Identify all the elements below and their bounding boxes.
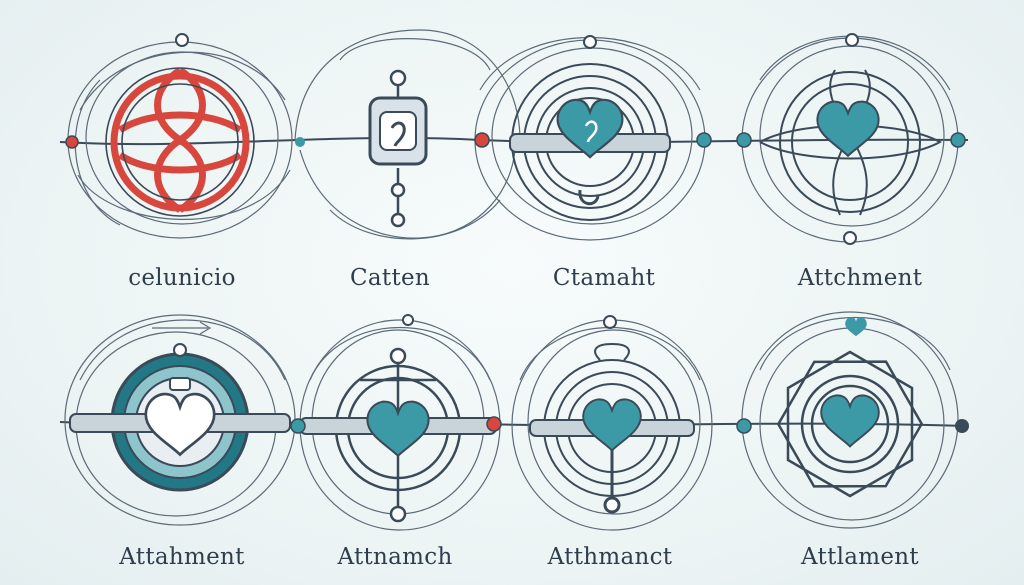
heart-shield-icon <box>64 314 296 526</box>
label-top-4: Attchment <box>797 265 923 291</box>
red-celtic-knot-icon <box>65 33 293 239</box>
heart-knot-icon <box>736 33 966 245</box>
heart-ring-lock-icon <box>511 315 713 531</box>
label-bottom-2: Attnamch <box>337 544 453 570</box>
label-bottom-4: Attlament <box>801 544 919 570</box>
heart-ring-icon <box>474 35 712 241</box>
padlock-icon <box>294 29 521 240</box>
label-bottom-3: Atthmanct <box>547 544 673 570</box>
label-bottom-1: Attahment <box>119 544 245 570</box>
label-top-1: celunicio <box>128 265 236 291</box>
label-top-3: Ctamaht <box>552 265 656 291</box>
heart-chain-icon <box>290 314 502 531</box>
label-top-2: Catten <box>349 265 431 291</box>
heart-knot-star-icon <box>736 311 969 529</box>
